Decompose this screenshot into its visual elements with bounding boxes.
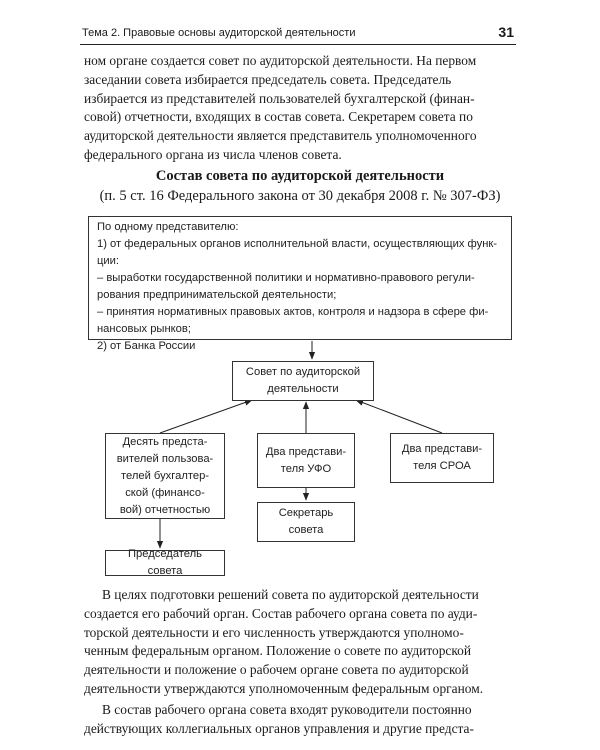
para-line: торской деятельности и его численность у… xyxy=(84,624,464,640)
representatives-line: 1) от федеральных органов исполнительной… xyxy=(97,238,497,250)
representatives-line: нансовых рынков; xyxy=(97,323,191,335)
para-line: создается его рабочий орган. Состав рабо… xyxy=(84,605,478,621)
running-header: Тема 2. Правовые основы аудиторской деят… xyxy=(80,24,516,45)
working-body-paragraph: В целях подготовки решений совета по ауд… xyxy=(84,586,514,699)
representatives-line: – выработки государственной политики и н… xyxy=(97,272,475,284)
para-line: В целях подготовки решений совета по ауд… xyxy=(102,587,479,602)
ufo-line: Два представи- xyxy=(265,445,347,458)
intro-paragraph: ном органе создается совет по аудиторско… xyxy=(84,52,514,165)
chairman-box: Председатель совета xyxy=(105,548,225,577)
council-line: Совет по аудиторской xyxy=(245,366,361,378)
council-box: Совет по аудиторской деятельности xyxy=(232,361,374,401)
intro-line: заседании совета избирается председатель… xyxy=(84,71,452,87)
sroa-line: Два представи- xyxy=(401,443,483,455)
sroa-line: теля СРОА xyxy=(413,460,471,472)
intro-line: ном органе создается совет по аудиторско… xyxy=(84,53,477,68)
page-number: 31 xyxy=(498,24,514,40)
users-line: вителей пользова- xyxy=(116,452,214,465)
para-line: действующих коллегиальных органов управл… xyxy=(84,720,474,736)
sroa-representatives-box: Два представи- теля СРОА xyxy=(390,433,494,483)
users-line: Десять предста- xyxy=(122,435,208,448)
council-line: деятельности xyxy=(267,383,339,395)
users-representatives-box: Десять предста- вителей пользова- телей … xyxy=(105,433,225,519)
representatives-line: – принятия нормативных правовых актов, к… xyxy=(97,306,489,318)
para-line: В состав рабочего органа совета входят р… xyxy=(102,702,472,717)
arrow-users-to-council xyxy=(159,399,253,434)
intro-line: аудиторской деятельности является предст… xyxy=(84,128,477,144)
secretary-line: совета xyxy=(288,524,324,536)
para-line: деятельности утверждаются уполномоченным… xyxy=(84,680,484,696)
users-line: ской (финансо- xyxy=(125,486,205,499)
running-title: Тема 2. Правовые основы аудиторской деят… xyxy=(82,27,356,39)
intro-line: федерального органа из числа членов сове… xyxy=(84,146,342,162)
para-line: ченным федеральным органом. Положение о … xyxy=(84,643,472,659)
secretary-line: Секретарь xyxy=(278,507,334,519)
arrow-sroa-to-council xyxy=(355,399,443,434)
diagram-title: Состав совета по аудиторской деятельност… xyxy=(155,168,445,184)
representatives-line: рования предпринимательской деятельности… xyxy=(97,289,337,301)
representatives-box: По одному представителю: 1) от федеральн… xyxy=(88,216,512,352)
representatives-line: 2) от Банка России xyxy=(97,340,196,352)
ufo-line: теля УФО xyxy=(280,462,332,475)
representatives-line: По одному представителю: xyxy=(97,221,239,233)
ufo-representatives-box: Два представи- теля УФО xyxy=(257,433,355,488)
para-line: деятельности и положение о рабочем орган… xyxy=(84,662,469,678)
secretary-box: Секретарь совета xyxy=(257,502,355,542)
users-line: вой) отчетностью xyxy=(119,503,211,516)
intro-line: избирается из представителей пользовател… xyxy=(84,90,475,106)
representatives-line: ции: xyxy=(97,255,120,267)
users-line: телей бухгалтер- xyxy=(120,469,210,482)
intro-line: совой) отчетности, входящих в состав сов… xyxy=(84,109,473,125)
working-body-composition-paragraph: В состав рабочего органа совета входят р… xyxy=(84,701,514,739)
diagram-subtitle: (п. 5 ст. 16 Федерального закона от 30 д… xyxy=(99,188,501,204)
chairman-label: Председатель совета xyxy=(127,548,203,577)
